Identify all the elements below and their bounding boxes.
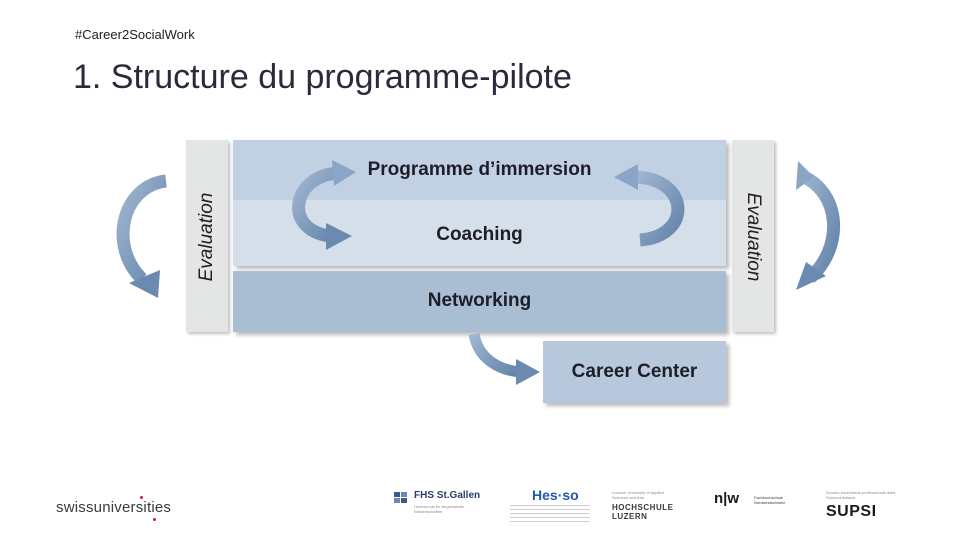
swissuniversities-wordmark: swissuniversities xyxy=(56,499,172,516)
supsi-wordmark: SUPSI xyxy=(826,503,877,520)
evaluation-left-column xyxy=(186,140,228,332)
inner-arrow-left-icon xyxy=(292,160,356,250)
cycle-arrow-right-icon xyxy=(796,161,840,290)
fhs-squares-icon xyxy=(394,492,408,504)
hashtag: #Career2SocialWork xyxy=(75,27,195,42)
fhnw-text: Fachhochschule Nordwestschweiz xyxy=(754,495,786,505)
evaluation-right-column xyxy=(732,140,774,332)
hslu-subtitle: Lucerne University of Applied Sciences a… xyxy=(612,490,664,500)
supsi-subtitle: Scuola universitaria professionale della… xyxy=(826,490,896,500)
networking-box: Networking xyxy=(233,271,726,332)
swissuniversities-red-dots-icon xyxy=(140,496,143,499)
career-center-box: Career Center xyxy=(543,341,726,403)
hslu-wordmark: HOCHSCHULE xyxy=(612,503,674,512)
swissuniversities-red-dots-icon-2 xyxy=(153,518,156,521)
hes-so-fine-print xyxy=(510,505,590,525)
inner-arrow-right-icon xyxy=(614,164,685,247)
swissuniversities-logo: swissuniversities xyxy=(56,496,172,521)
hes-so-wordmark: Hes·so xyxy=(532,487,579,503)
fhs-wordmark: FHS St.Gallen xyxy=(414,490,481,501)
fhs-subtitle: Hochschule für Angewandte Wissenschaften xyxy=(414,504,464,514)
arrow-to-career-center-icon xyxy=(468,332,540,385)
immersion-box: Programme d’immersion xyxy=(233,140,726,200)
page-title: 1. Structure du programme-pilote xyxy=(73,58,572,96)
fhnw-mark: n|w xyxy=(714,490,740,507)
hslu-wordmark-2: LUZERN xyxy=(612,512,648,521)
cycle-arrow-left-icon xyxy=(116,174,168,298)
